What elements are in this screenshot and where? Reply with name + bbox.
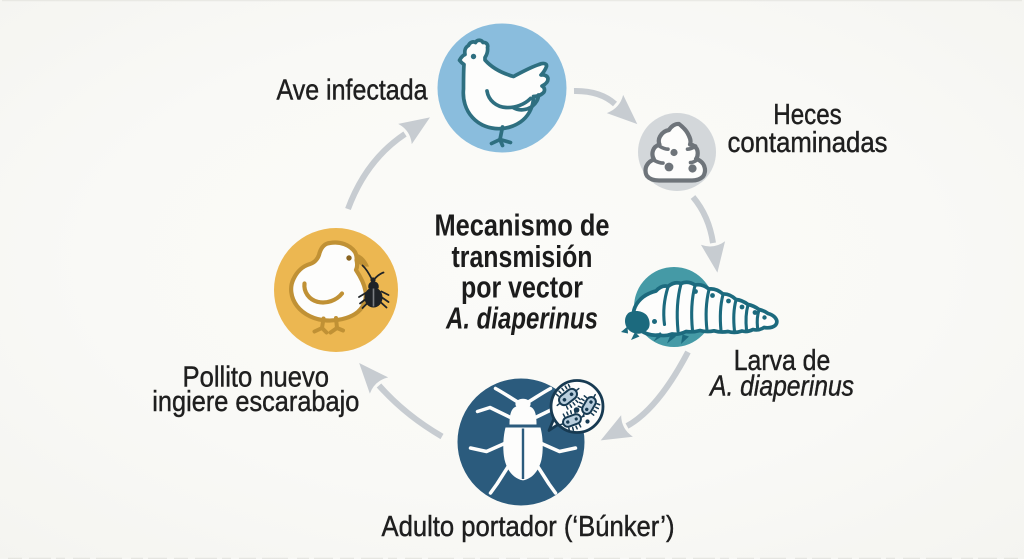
svg-text:Heces: Heces — [773, 99, 842, 131]
svg-text:A. diaperinus: A. diaperinus — [445, 301, 598, 336]
svg-text:Mecanismo de: Mecanismo de — [435, 208, 610, 243]
svg-text:ingiere escarabajo: ingiere escarabajo — [152, 386, 359, 418]
svg-text:Pollito nuevo: Pollito nuevo — [183, 362, 330, 394]
svg-text:Adulto portador (‘Búnker’): Adulto portador (‘Búnker’) — [382, 511, 675, 543]
svg-text:transmisión: transmisión — [452, 239, 593, 274]
svg-text:por vector: por vector — [461, 270, 583, 305]
svg-text:A. diaperinus: A. diaperinus — [708, 371, 854, 403]
svg-text:contaminadas: contaminadas — [728, 127, 888, 159]
svg-text:Ave infectada: Ave infectada — [277, 75, 428, 107]
svg-text:Larva de: Larva de — [734, 345, 831, 377]
